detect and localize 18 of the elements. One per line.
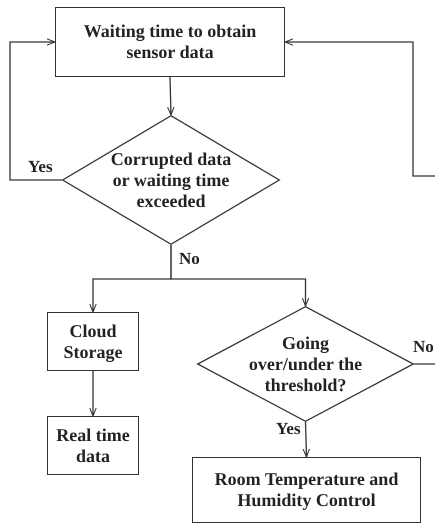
- connector-arrow: [167, 76, 174, 116]
- node-text: Room Temperature and Humidity Control: [214, 469, 400, 511]
- decision-diamond: [62, 115, 280, 245]
- node-text: Going over/under the threshold?: [248, 332, 364, 396]
- connector-arrow: [170, 245, 310, 307]
- node-text: Real time data: [55, 424, 131, 466]
- connector-arrow: [302, 422, 310, 458]
- process-box: [55, 7, 285, 77]
- node-text: Waiting time to obtain sensor data: [82, 21, 258, 63]
- connector-arrow: [284, 38, 435, 177]
- node-text: Cloud Storage: [62, 320, 124, 362]
- decision-diamond: [197, 306, 414, 422]
- connector-arrow: [89, 371, 97, 417]
- connector-arrow: [9, 38, 62, 181]
- process-box: [47, 312, 139, 371]
- process-box: [192, 457, 421, 523]
- node-text: Corrupted data or waiting time exceeded: [110, 148, 232, 212]
- process-box: [47, 416, 139, 475]
